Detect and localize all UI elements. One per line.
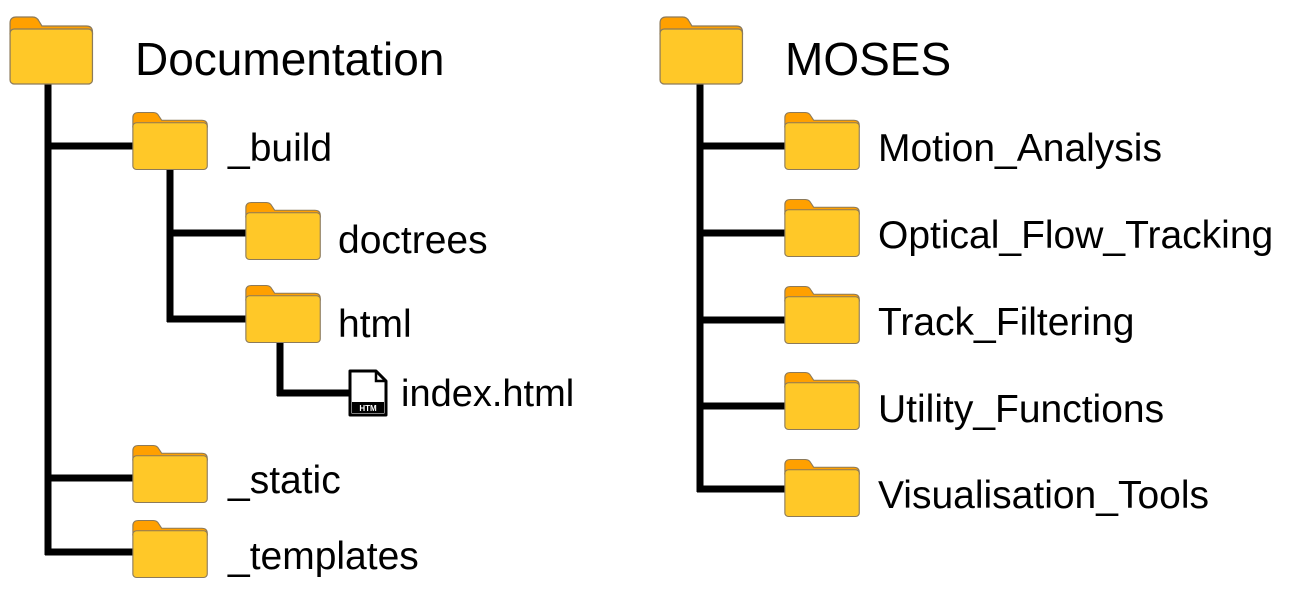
moses-item-label: Motion_Analysis xyxy=(878,127,1162,170)
html-file-icon: HTM xyxy=(348,369,388,417)
html-file-badge: HTM xyxy=(359,404,377,413)
moses-root-label: MOSES xyxy=(785,33,952,85)
optical-flow-folder-icon xyxy=(784,198,860,258)
moses-item-label: Utility_Functions xyxy=(878,388,1165,431)
moses-item-label: Optical_Flow_Tracking xyxy=(878,214,1274,257)
templates-folder-label: _templates xyxy=(228,535,419,578)
visualisation-tools-folder-icon xyxy=(784,458,860,518)
doc-root-folder-icon xyxy=(9,16,94,85)
track-filtering-folder-icon xyxy=(784,285,860,345)
motion-analysis-folder-icon xyxy=(784,111,860,171)
static-folder-label: _static xyxy=(228,459,341,502)
doctrees-folder-label: doctrees xyxy=(338,219,488,262)
static-folder-icon xyxy=(132,444,208,504)
html-folder-icon xyxy=(245,284,321,344)
moses-item-label: Visualisation_Tools xyxy=(878,474,1209,517)
utility-functions-folder-icon xyxy=(784,371,860,431)
moses-item-label: Track_Filtering xyxy=(878,301,1135,344)
templates-folder-icon xyxy=(132,519,208,579)
build-folder-label: _build xyxy=(228,127,333,170)
doc-root-label: Documentation xyxy=(135,33,445,85)
doctrees-folder-icon xyxy=(245,201,321,261)
moses-root-folder-icon xyxy=(659,16,744,85)
build-folder-icon xyxy=(132,111,208,171)
html-folder-label: html xyxy=(338,303,412,346)
index-file-label: index.html xyxy=(401,373,575,415)
